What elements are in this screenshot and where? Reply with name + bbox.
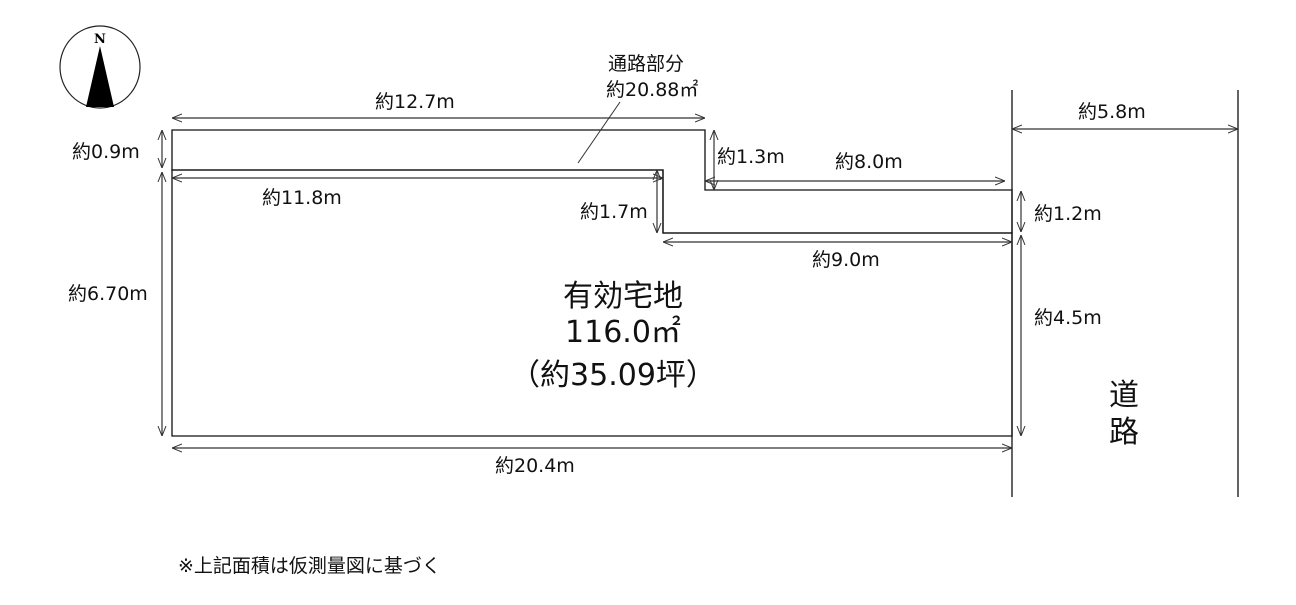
passage-area-label: 約20.88㎡ [606, 78, 698, 101]
road-label-2: 路 [1109, 415, 1139, 450]
dim-right-passage-top: 約8.0m [835, 151, 903, 173]
lot-tsubo: （約35.09坪） [510, 358, 716, 393]
road-label-1: 道 [1109, 378, 1139, 413]
dim-step-left: 約1.7m [580, 201, 648, 223]
north-compass-icon: N [59, 25, 141, 109]
dim-right-lower-width: 約9.0m [812, 249, 880, 271]
dim-top-width: 約12.7m [375, 91, 455, 113]
lot-area: 116.0㎡ [565, 315, 681, 350]
dim-right-passage-height: 約1.2m [1034, 203, 1102, 225]
compass-north-label: N [94, 32, 106, 47]
dim-bottom-width: 約20.4m [495, 455, 575, 477]
dim-step-right: 約1.3m [717, 146, 785, 168]
dim-lot-right-height: 約4.5m [1034, 307, 1102, 329]
dimension-lines [162, 101, 1238, 448]
dim-inner-top-width: 約11.8m [262, 187, 342, 209]
dim-left-passage-height: 約0.9m [72, 141, 140, 163]
lot-title: 有効宅地 [563, 279, 683, 314]
area-note: ※上記面積は仮測量図に基づく [178, 555, 441, 577]
dim-lot-left-height: 約6.70m [68, 283, 148, 305]
dim-road-width: 約5.8m [1078, 101, 1146, 123]
passage-title: 通路部分 [608, 53, 684, 75]
